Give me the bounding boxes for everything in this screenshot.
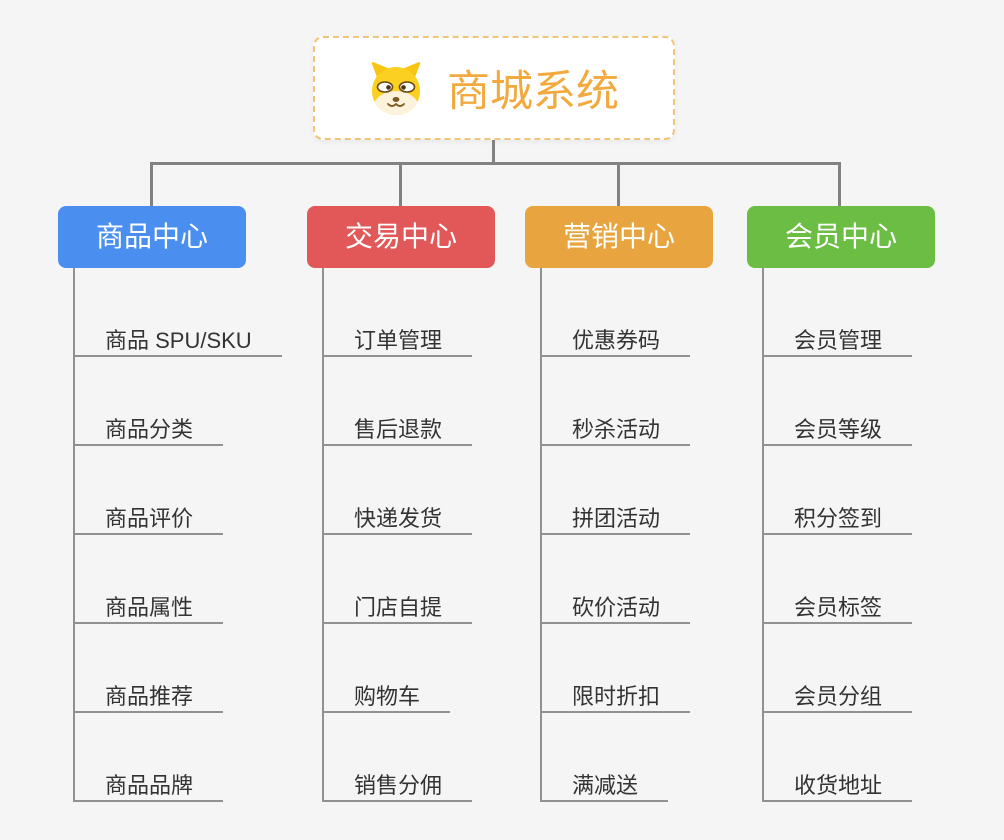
- branch-marketing-children: 优惠券码 秒杀活动 拼团活动 砍价活动 限时折扣 满减送: [540, 268, 691, 802]
- dog-face-icon: [369, 59, 423, 117]
- root-title: 商城系统: [447, 68, 619, 116]
- connector-drop-marketing: [617, 162, 620, 206]
- child-topic[interactable]: 商品品牌: [75, 713, 224, 802]
- child-topic[interactable]: 限时折扣: [542, 624, 691, 713]
- child-topic[interactable]: 快递发货: [324, 446, 473, 535]
- child-topic[interactable]: 商品分类: [75, 357, 224, 446]
- branch-products: 商品中心 商品 SPU/SKU 商品分类 商品评价 商品属性 商品推荐 商品品牌: [58, 206, 288, 802]
- child-topic[interactable]: 购物车: [324, 624, 451, 713]
- branch-box-products[interactable]: 商品中心: [58, 206, 246, 268]
- child-topic[interactable]: 订单管理: [324, 268, 473, 357]
- branch-box-members[interactable]: 会员中心: [747, 206, 935, 268]
- child-topic[interactable]: 售后退款: [324, 357, 473, 446]
- branch-marketing: 营销中心 优惠券码 秒杀活动 拼团活动 砍价活动 限时折扣 满减送: [525, 206, 755, 802]
- branch-box-marketing[interactable]: 营销中心: [525, 206, 713, 268]
- child-topic[interactable]: 砍价活动: [542, 535, 691, 624]
- connector-drop-trade: [399, 162, 402, 206]
- branch-products-children: 商品 SPU/SKU 商品分类 商品评价 商品属性 商品推荐 商品品牌: [73, 268, 282, 802]
- connector-bus: [150, 162, 840, 165]
- branch-trade: 交易中心 订单管理 售后退款 快递发货 门店自提 购物车 销售分佣: [307, 206, 537, 802]
- child-topic[interactable]: 会员管理: [764, 268, 913, 357]
- connector-drop-products: [150, 162, 153, 206]
- child-topic[interactable]: 会员等级: [764, 357, 913, 446]
- child-topic[interactable]: 商品属性: [75, 535, 224, 624]
- connector-root-stub: [492, 140, 495, 163]
- branch-box-trade[interactable]: 交易中心: [307, 206, 495, 268]
- branch-members-children: 会员管理 会员等级 积分签到 会员标签 会员分组 收货地址: [762, 268, 913, 802]
- branch-trade-children: 订单管理 售后退款 快递发货 门店自提 购物车 销售分佣: [322, 268, 473, 802]
- child-topic[interactable]: 会员标签: [764, 535, 913, 624]
- child-topic[interactable]: 拼团活动: [542, 446, 691, 535]
- child-topic[interactable]: 满减送: [542, 713, 669, 802]
- branch-members: 会员中心 会员管理 会员等级 积分签到 会员标签 会员分组 收货地址: [747, 206, 977, 802]
- child-topic[interactable]: 会员分组: [764, 624, 913, 713]
- child-topic[interactable]: 商品评价: [75, 446, 224, 535]
- child-topic[interactable]: 秒杀活动: [542, 357, 691, 446]
- child-topic[interactable]: 优惠券码: [542, 268, 691, 357]
- child-topic[interactable]: 商品 SPU/SKU: [75, 268, 282, 357]
- child-topic[interactable]: 商品推荐: [75, 624, 224, 713]
- child-topic[interactable]: 销售分佣: [324, 713, 473, 802]
- root-node[interactable]: 商城系统: [313, 36, 675, 140]
- connector-drop-members: [838, 162, 841, 206]
- child-topic[interactable]: 门店自提: [324, 535, 473, 624]
- child-topic[interactable]: 收货地址: [764, 713, 913, 802]
- child-topic[interactable]: 积分签到: [764, 446, 913, 535]
